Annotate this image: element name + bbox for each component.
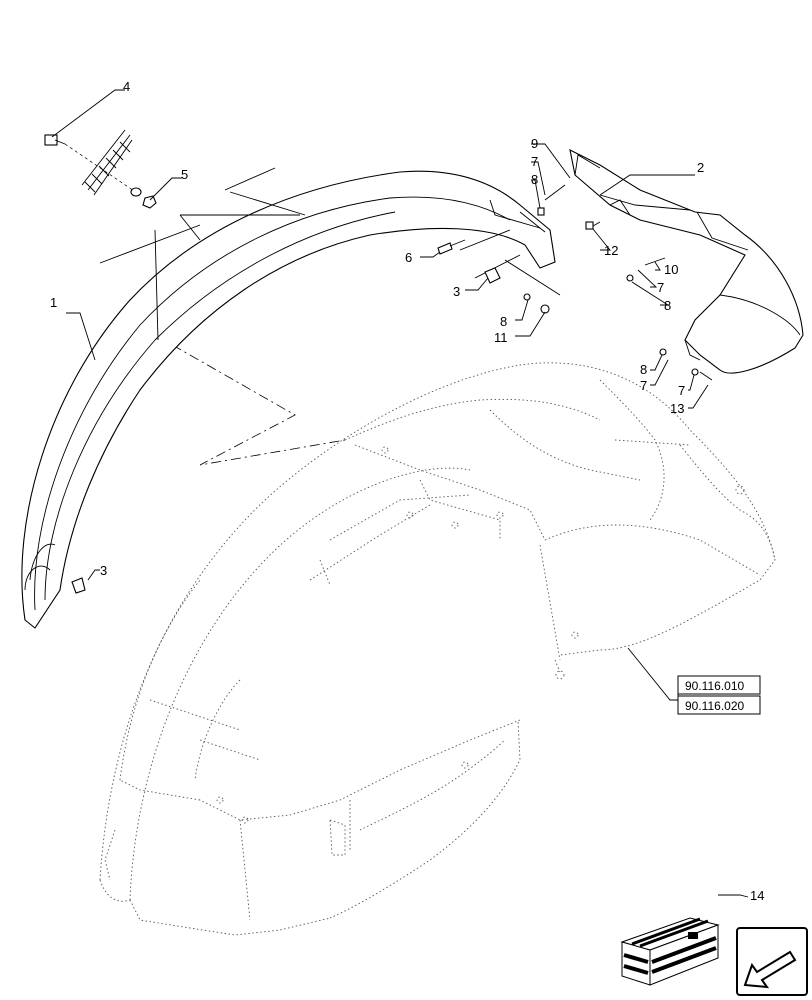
callout-13: 13 (670, 401, 684, 416)
hardware-parts (44, 129, 713, 594)
callout-5: 5 (181, 167, 188, 182)
callout-3-lower: 3 (100, 563, 107, 578)
callout-8-b: 8 (531, 172, 538, 187)
callout-8-c: 8 (664, 298, 671, 313)
nut-part-5 (142, 195, 157, 209)
fender-extension-strip (21, 170, 556, 629)
callout-12: 12 (604, 243, 618, 258)
callout-6: 6 (405, 250, 412, 265)
bolt-part-12 (585, 221, 601, 230)
bolt-part-13 (699, 371, 713, 381)
callout-7-a: 7 (531, 154, 538, 169)
bolt-part-9 (544, 184, 566, 201)
callout-8-a: 8 (500, 314, 507, 329)
washer-part-5 (130, 187, 142, 197)
callout-7-d: 7 (678, 383, 685, 398)
washer-part-8a (523, 293, 531, 301)
reference-boxes: 90.116.010 90.116.020 (677, 675, 761, 715)
spring-part (81, 129, 133, 196)
fender-assembly-ghost (99, 362, 776, 936)
washer-part-8c (659, 348, 667, 356)
callout-10: 10 (664, 262, 678, 277)
callout-9: 9 (531, 136, 538, 151)
fender-end-cap (569, 149, 804, 374)
kit-crate-icon (620, 917, 720, 986)
clip-part-3b (71, 577, 86, 594)
reference-label-1: 90.116.010 (685, 679, 744, 693)
assembly-centerline (154, 334, 346, 466)
bolt-part-10 (644, 257, 666, 266)
reference-label-2: 90.116.020 (685, 699, 744, 713)
washer-part-7b (691, 368, 699, 376)
reference-box-2[interactable] (677, 695, 761, 715)
callout-4: 4 (123, 79, 130, 94)
callout-7-c: 7 (640, 378, 647, 393)
callout-2: 2 (697, 160, 704, 175)
screw-part-6 (437, 239, 466, 255)
callout-labels: 4 5 1 2 6 3 3 8 11 9 7 8 12 10 7 8 8 7 7… (50, 79, 764, 903)
washer-part-7 (626, 274, 634, 282)
callout-7-b: 7 (657, 280, 664, 295)
clip-part-3a (484, 267, 501, 284)
callout-8-d: 8 (640, 362, 647, 377)
leader-lines (51, 89, 749, 898)
bolt-part-4 (44, 134, 141, 196)
strip-section-lines (99, 167, 561, 341)
callout-14: 14 (750, 888, 764, 903)
callout-1: 1 (50, 295, 57, 310)
bolt-head-part-11 (540, 304, 550, 314)
callout-3-upper: 3 (453, 284, 460, 299)
navigation-arrow-icon[interactable] (736, 927, 808, 996)
callout-11: 11 (494, 330, 508, 345)
washer-part-8b (537, 207, 545, 216)
